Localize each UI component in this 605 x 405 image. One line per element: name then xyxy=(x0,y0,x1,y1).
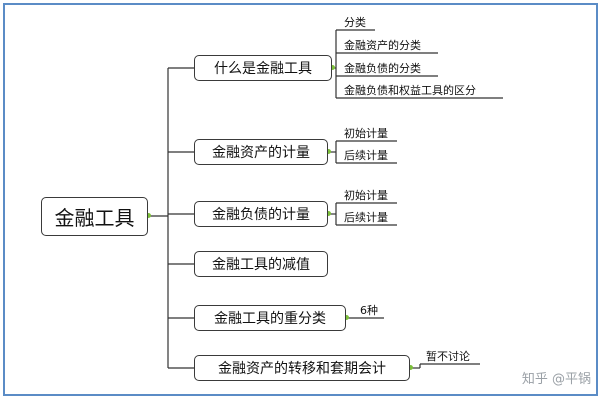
branch-label: 金融工具的重分类 xyxy=(214,311,326,327)
branch-node-5[interactable]: 金融工具的重分类 xyxy=(194,305,346,331)
connector-dot xyxy=(408,365,413,370)
leaf-node[interactable]: 初始计量 xyxy=(344,189,388,202)
connector-dot xyxy=(326,149,331,154)
branch-node-3[interactable]: 金融负债的计量 xyxy=(194,201,328,227)
branch-node-1[interactable]: 什么是金融工具 xyxy=(194,55,332,81)
branch-label: 金融负债的计量 xyxy=(212,207,310,223)
branch-node-6[interactable]: 金融资产的转移和套期会计 xyxy=(194,355,410,381)
leaf-node[interactable]: 金融资产的分类 xyxy=(344,39,421,52)
branch-node-4[interactable]: 金融工具的减值 xyxy=(194,251,328,277)
connector-dot xyxy=(326,211,331,216)
root-node[interactable]: 金融工具 xyxy=(41,197,148,236)
leaf-node[interactable]: 暂不讨论 xyxy=(426,350,470,363)
leaf-node[interactable]: 后续计量 xyxy=(344,149,388,162)
leaf-node[interactable]: 6种 xyxy=(360,304,378,317)
root-label: 金融工具 xyxy=(54,206,135,230)
branch-node-2[interactable]: 金融资产的计量 xyxy=(194,139,328,165)
leaf-node[interactable]: 分类 xyxy=(344,16,366,29)
leaf-node[interactable]: 金融负债的分类 xyxy=(344,62,421,75)
branch-label: 金融资产的计量 xyxy=(212,145,310,161)
connector-dot xyxy=(344,315,349,320)
connector-dot xyxy=(146,213,151,218)
leaf-node[interactable]: 后续计量 xyxy=(344,211,388,224)
leaf-node[interactable]: 初始计量 xyxy=(344,127,388,140)
branch-label: 金融资产的转移和套期会计 xyxy=(218,361,386,377)
branch-label: 什么是金融工具 xyxy=(214,61,312,77)
leaf-node[interactable]: 金融负债和权益工具的区分 xyxy=(344,84,476,97)
watermark-text: 知乎 @平锅 xyxy=(521,372,591,387)
connector-dot xyxy=(330,65,335,70)
branch-label: 金融工具的减值 xyxy=(212,257,310,273)
